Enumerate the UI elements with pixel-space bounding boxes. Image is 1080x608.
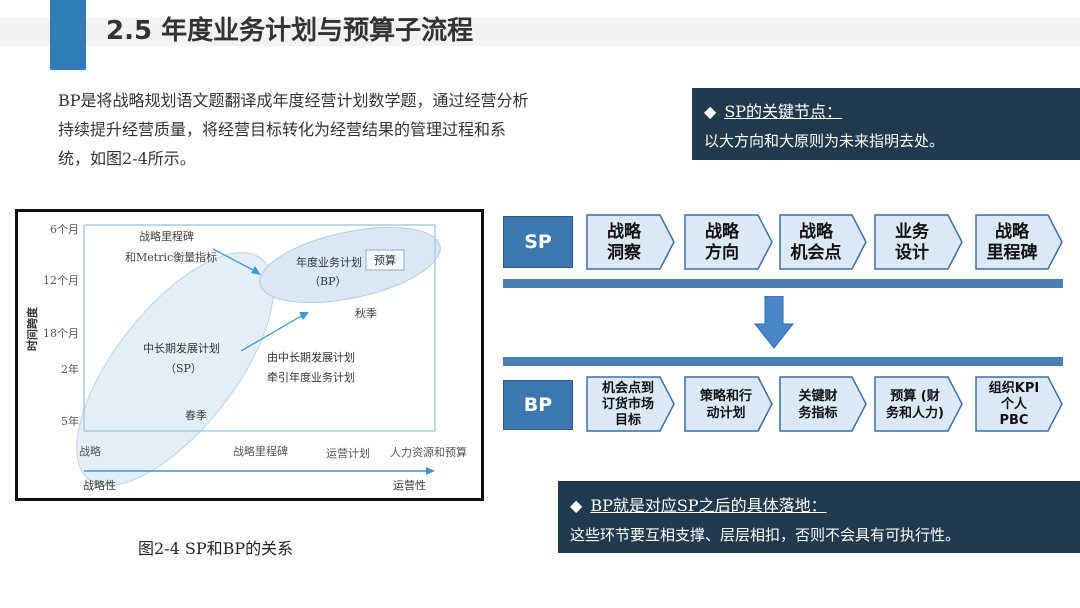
lead-label: 牵引年度业务计划 (267, 370, 355, 384)
chevron-shape (684, 214, 773, 270)
bp-row-label: BP (503, 380, 573, 430)
x-tick: 战略里程碑 (233, 444, 288, 458)
y-tick: 12个月 (43, 274, 79, 287)
spring-label: 春季 (185, 409, 207, 422)
diamond-icon: ◆ (570, 496, 583, 515)
sp-step-5: 战略里程碑 (986, 222, 1038, 263)
milestone-arrow (212, 248, 256, 272)
header-bar (0, 18, 1080, 46)
bp-label: （BP） (309, 275, 347, 288)
sp-note-body: 以大方向和大原则为未来指明去处。 (704, 132, 945, 150)
y-tick: 6个月 (50, 223, 79, 236)
bp-note-box: ◆BP就是对应SP之后的具体落地： 这些环节要互相支撑、层层相扣，否则不会具有可… (558, 481, 1080, 553)
sp-note-box: ◆SP的关键节点： 以大方向和大原则为未来指明去处。 (692, 88, 1080, 160)
sp-step-3: 战略机会点 (790, 222, 842, 263)
chevron-shape (684, 376, 773, 432)
header-accent-block (50, 0, 86, 70)
intro-paragraph: BP是将战略规划语文题翻译成年度经营计划数学题，通过经营分析持续提升经营质量，将… (58, 91, 529, 168)
chevron-shape (586, 214, 675, 270)
bp-step-4: 预算 (财务和人力) (886, 389, 944, 421)
chevron-shape (975, 376, 1063, 432)
chevron-shape (586, 376, 675, 432)
page-title: 2.5 年度业务计划与预算子流程 (106, 16, 474, 46)
sp-step-2: 战略方向 (705, 222, 739, 263)
bp-ellipse (259, 226, 441, 304)
arrow-head-icon (299, 312, 309, 320)
x-tick: 战略 (79, 444, 101, 458)
y-tick: 18个月 (43, 327, 79, 340)
bp-separator-bar (503, 357, 1063, 366)
chevron-shape (975, 214, 1063, 270)
budget-box (365, 249, 405, 271)
x-tick: 人力资源和预算 (390, 445, 467, 459)
y-axis-title: 时间跨度 (25, 306, 39, 351)
sp-ellipse (76, 252, 274, 486)
chevron-shape (874, 214, 963, 270)
arrow-right-label: 运营性 (393, 478, 426, 492)
arrow-left-label: 战略性 (83, 478, 116, 492)
y-tick: 5年 (61, 414, 79, 428)
bp-step-2: 策略和行动计划 (699, 389, 752, 421)
chevron-shape (779, 376, 867, 432)
sp-label: （SP） (165, 362, 202, 375)
bp-steps (586, 376, 1063, 432)
figure-caption: 图2-4 SP和BP的关系 (138, 539, 294, 558)
lead-label: 由中长期发展计划 (267, 350, 355, 364)
milestone-label: 战略里程碑 (139, 229, 194, 243)
arrow-head-icon (426, 467, 435, 475)
budget-label: 预算 (374, 253, 396, 267)
bp-step-3: 关键财务指标 (798, 389, 838, 421)
sp-note-title: ◆SP的关键节点： (704, 102, 843, 121)
lead-arrow (240, 314, 304, 352)
sp-row-label: SP (503, 216, 573, 268)
arrow-head-icon (251, 266, 261, 275)
bp-step-1: 机会点到订货市场目标 (601, 381, 654, 428)
bp-label: 年度业务计划 (296, 255, 362, 269)
sp-label: 中长期发展计划 (143, 341, 220, 355)
sp-separator-bar (503, 279, 1063, 288)
bp-note-body: 这些环节要互相支撑、层层相扣，否则不会具有可执行性。 (570, 526, 961, 544)
sp-step-4: 业务设计 (895, 222, 929, 263)
down-arrow-icon (753, 296, 795, 349)
milestone-label: 和Metric衡量指标 (125, 250, 217, 264)
bp-note-title: ◆BP就是对应SP之后的具体落地： (570, 496, 827, 515)
y-tick: 2年 (61, 362, 79, 376)
sp-steps (586, 214, 1063, 270)
chevron-shape (779, 214, 867, 270)
sp-step-1: 战略洞察 (607, 222, 641, 263)
x-tick: 运营计划 (326, 446, 370, 460)
diamond-icon: ◆ (704, 102, 717, 121)
sp-bp-relation-figure: 时间跨度 6个月 12个月 18个月 2年 5年 战略 战略里程碑 运营计划 人… (25, 223, 467, 492)
autumn-label: 秋季 (355, 306, 377, 320)
chevron-shape (874, 376, 963, 432)
